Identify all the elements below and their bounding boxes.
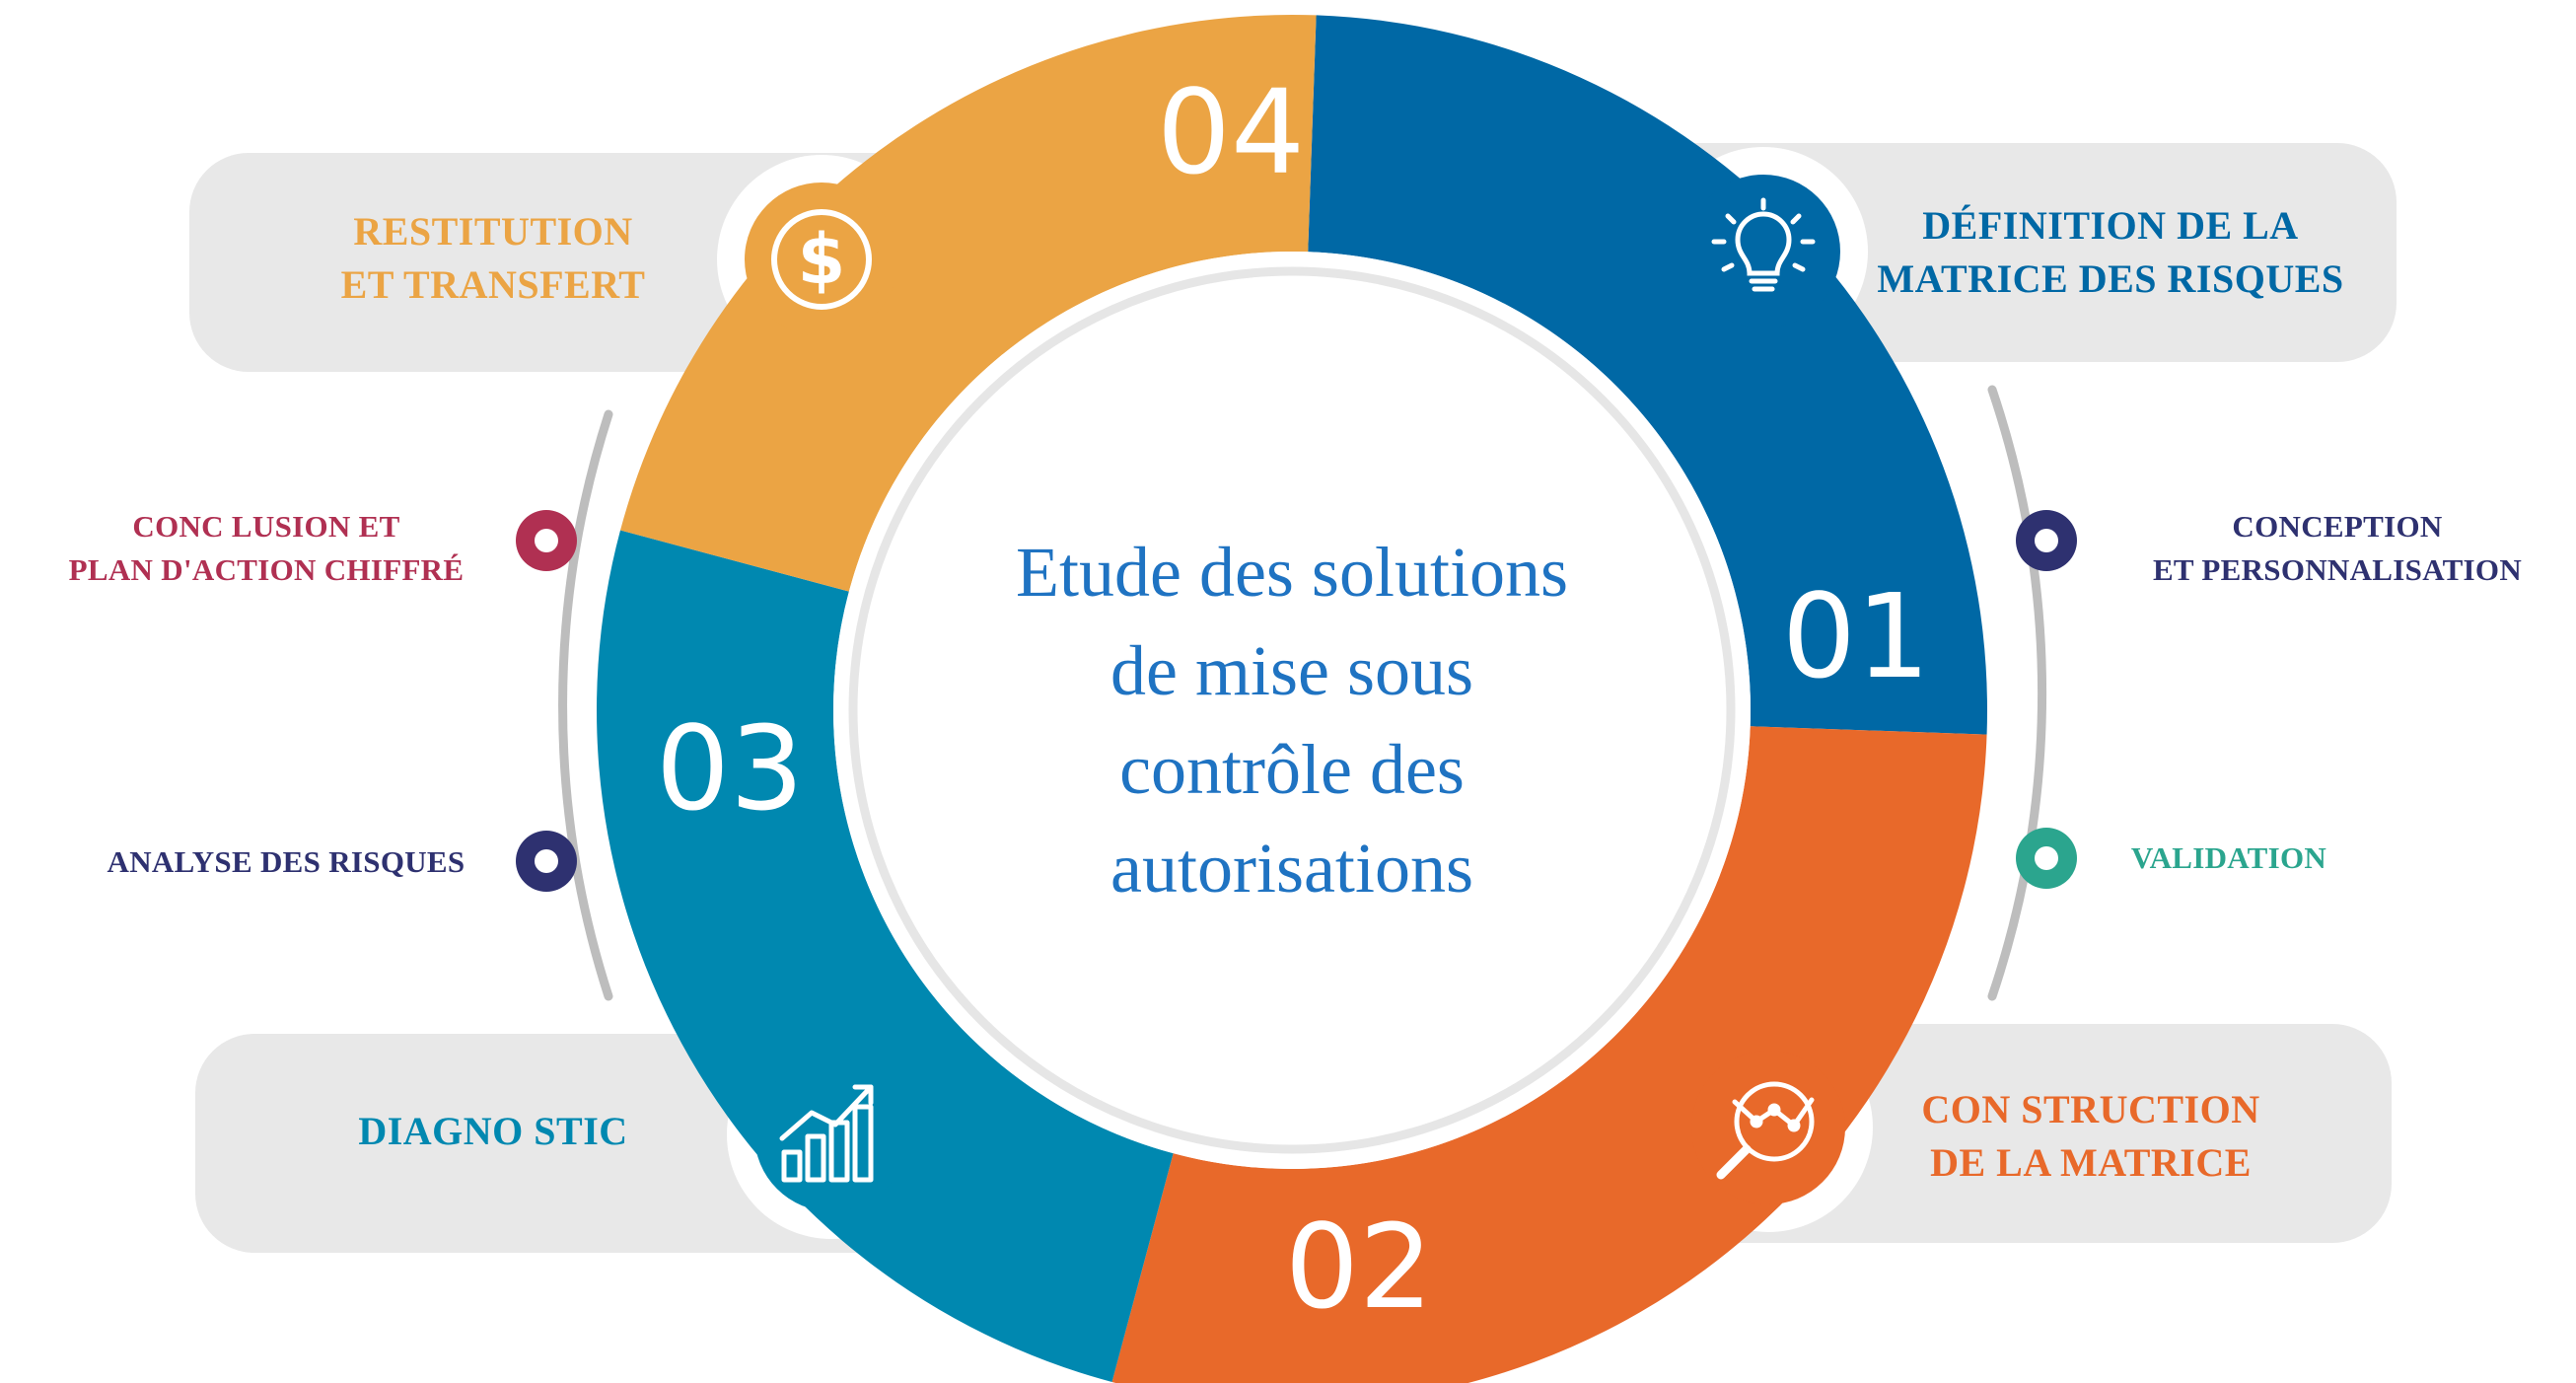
ring-segment-01 bbox=[1308, 15, 1987, 735]
dot-marker-conception bbox=[2016, 510, 2077, 571]
pill-label-line: DÉFINITION DE LA bbox=[1922, 203, 2299, 248]
icon-circle-top-left bbox=[745, 182, 898, 336]
side-label-line: VALIDATION bbox=[2130, 840, 2327, 875]
pill-label-line: ET TRANSFERT bbox=[340, 262, 646, 307]
side-label-line: CONCEPTION bbox=[2232, 509, 2443, 544]
icon-circle-top-right bbox=[1686, 175, 1840, 328]
segment-number-02: 02 bbox=[1285, 1199, 1433, 1335]
pill-label-top-left: RESTITUTION ET TRANSFERT bbox=[296, 205, 690, 312]
lightbulb-icon bbox=[1711, 197, 1816, 292]
segment-number-04: 04 bbox=[1157, 64, 1305, 200]
center-title: Etude des solutions de mise sous contrôl… bbox=[917, 523, 1667, 917]
pill-label-line: RESTITUTION bbox=[353, 209, 633, 254]
segment-number-03: 03 bbox=[656, 700, 804, 837]
pill-label-line: DIAGNO STIC bbox=[358, 1109, 628, 1153]
ring-segment-04 bbox=[620, 15, 1317, 592]
side-label-conception: CONCEPTION ET PERSONNALISATION bbox=[2120, 505, 2554, 592]
dot-marker-analyse bbox=[516, 831, 577, 892]
right-connector-arc bbox=[1987, 385, 2046, 1001]
ring-segment-02 bbox=[1111, 726, 1987, 1383]
magnifier-chart-icon bbox=[1716, 1081, 1815, 1180]
side-label-validation: VALIDATION bbox=[2101, 837, 2357, 880]
pill-label-line: MATRICE DES RISQUES bbox=[1877, 256, 2344, 301]
dot-marker-validation bbox=[2016, 828, 2077, 889]
segment-number-01: 01 bbox=[1782, 568, 1930, 704]
left-connector-arc bbox=[558, 409, 613, 1001]
icon-circle-bottom-right bbox=[1691, 1051, 1845, 1204]
side-label-conclusion: CONC LUSION ET PLAN D'ACTION CHIFFRÉ bbox=[39, 505, 493, 592]
pill-label-line: CON STRUCTION bbox=[1921, 1087, 2260, 1131]
center-inner-ring bbox=[848, 266, 1736, 1154]
side-label-analyse: ANALYSE DES RISQUES bbox=[59, 840, 513, 884]
center-title-line: autorisations bbox=[1110, 829, 1473, 908]
side-label-line: ET PERSONNALISATION bbox=[2152, 552, 2523, 587]
center-disk bbox=[833, 252, 1751, 1169]
side-label-line: PLAN D'ACTION CHIFFRÉ bbox=[68, 552, 465, 587]
pill-label-bottom-right: CON STRUCTION DE LA MATRICE bbox=[1854, 1083, 2327, 1190]
ring-segment-03 bbox=[596, 530, 1174, 1382]
center-title-line: de mise sous bbox=[1110, 631, 1473, 710]
pill-label-line: DE LA MATRICE bbox=[1930, 1140, 2252, 1185]
dot-marker-conclusion bbox=[516, 510, 577, 571]
pill-label-top-right: DÉFINITION DE LA MATRICE DES RISQUES bbox=[1844, 199, 2377, 306]
center-title-line: Etude des solutions bbox=[1016, 533, 1568, 612]
side-label-line: ANALYSE DES RISQUES bbox=[107, 844, 465, 879]
svg-text:$: $ bbox=[798, 219, 846, 300]
center-title-line: contrôle des bbox=[1119, 730, 1465, 809]
side-label-line: CONC LUSION ET bbox=[132, 509, 400, 544]
growth-chart-icon bbox=[779, 1084, 874, 1183]
dollar-icon: $ bbox=[771, 209, 872, 310]
pill-label-bottom-left: DIAGNO STIC bbox=[296, 1105, 690, 1158]
